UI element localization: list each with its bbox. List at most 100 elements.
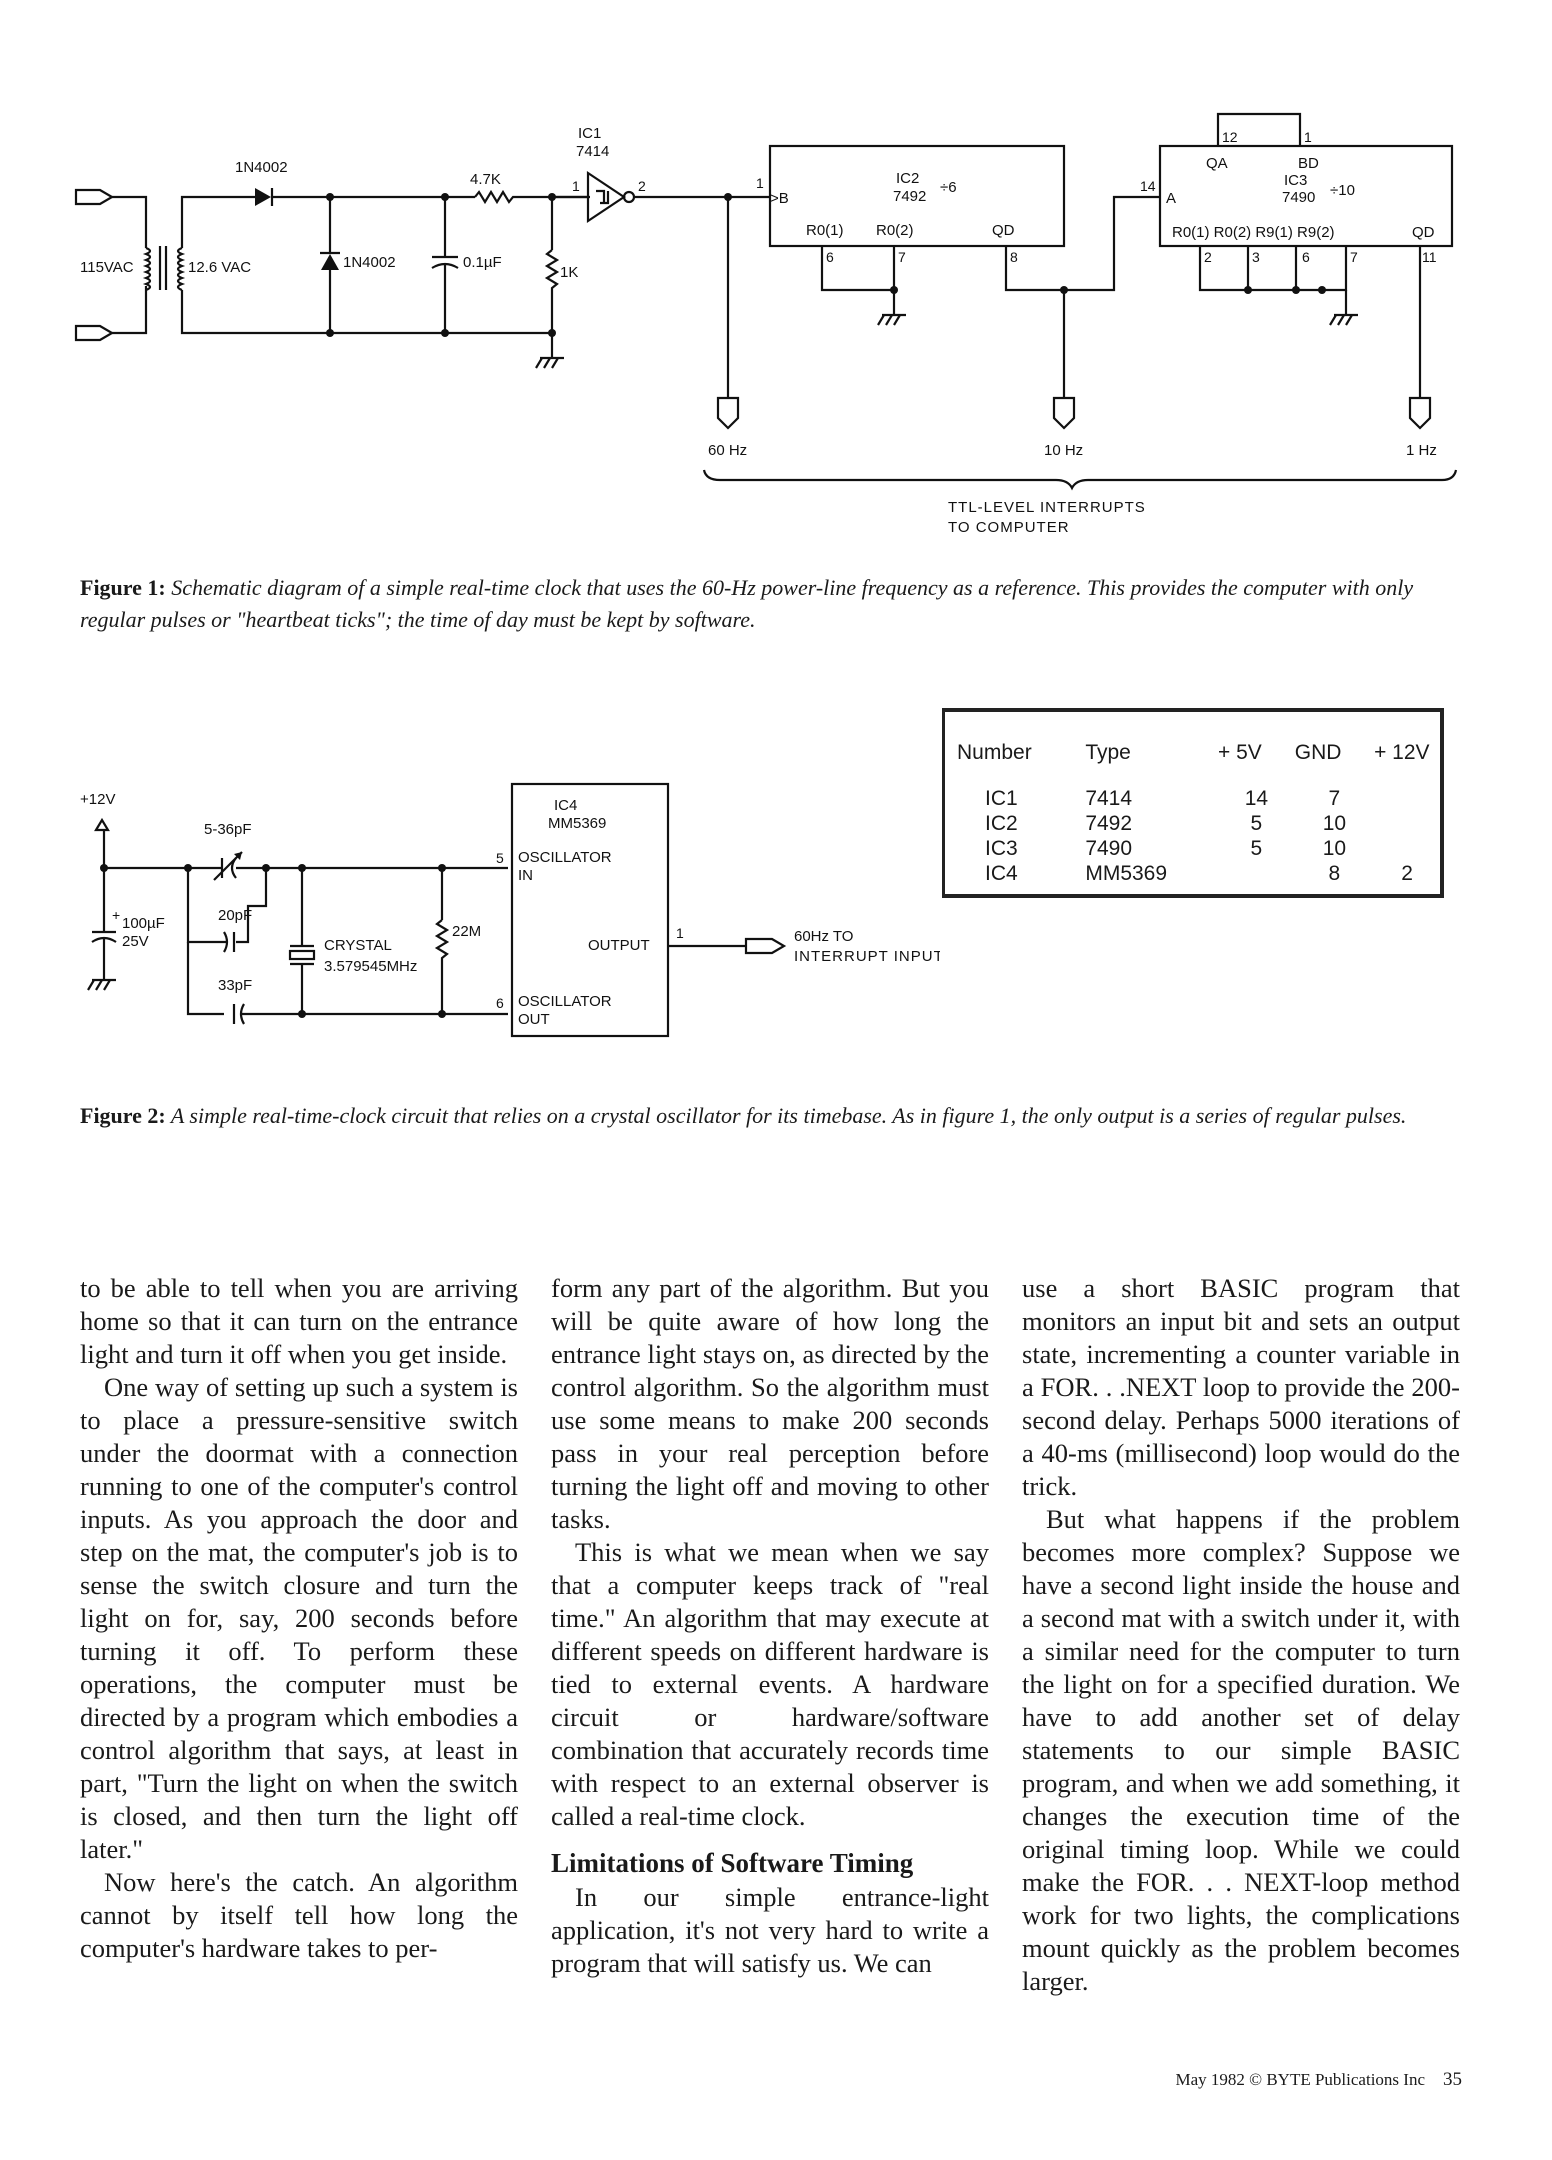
trim-cap-label: 5-36pF xyxy=(204,821,252,838)
osc-in-label-2: IN xyxy=(518,867,533,884)
output-10hz-arrow xyxy=(1052,396,1076,430)
crystal-freq: 3.579545MHz xyxy=(324,958,417,975)
ic2-pin-b: >B xyxy=(770,190,789,207)
table-cell: IC3 xyxy=(985,837,1018,860)
table-cell xyxy=(1374,836,1440,861)
header-5v: + 5V xyxy=(1218,741,1262,764)
body-column-1: to be able to tell when you are arriving… xyxy=(80,1272,518,1965)
ic1-pin-out: 2 xyxy=(638,178,646,194)
paragraph: But what happens if the problem becomes … xyxy=(1022,1504,1460,1996)
cap33-label: 33pF xyxy=(218,977,252,994)
table-cell: IC1 xyxy=(985,787,1018,810)
transformer-label: 12.6 VAC xyxy=(188,259,251,276)
ic3-top12: 12 xyxy=(1222,129,1238,145)
ic3-pin-a-num: 14 xyxy=(1140,178,1156,194)
osc-out-label-2: OUT xyxy=(518,1011,550,1028)
ground4 xyxy=(87,978,116,991)
ic2-p8: 8 xyxy=(1010,249,1018,265)
ic3-bd: BD xyxy=(1298,155,1319,172)
ic2-p6: 6 xyxy=(826,249,834,265)
ic3-p3: 3 xyxy=(1252,249,1260,265)
ic3-p6: 6 xyxy=(1302,249,1310,265)
ic1-name: IC1 xyxy=(578,125,601,142)
table-cell xyxy=(1374,786,1440,811)
ic2-qd: QD xyxy=(992,222,1015,239)
table-row: IC4 MM5369 8 2 xyxy=(957,861,1440,886)
table-cell xyxy=(1218,861,1295,886)
ground3 xyxy=(1329,313,1358,326)
interrupts-label-1: TTL-LEVEL INTERRUPTS xyxy=(948,499,1146,516)
interrupts-label-2: TO COMPUTER xyxy=(948,519,1070,536)
header-type: Type xyxy=(1085,741,1131,764)
body-column-2: form any part of the algorithm. But you … xyxy=(551,1272,989,1980)
ic3-p11: 11 xyxy=(1422,249,1437,265)
transformer-secondary xyxy=(176,246,186,292)
figure1-caption-text: Schematic diagram of a simple real-time … xyxy=(80,575,1414,632)
paragraph: use a short BASIC program that monitors … xyxy=(1022,1273,1460,1501)
resistor2-symbol xyxy=(544,249,560,333)
cap1-label: 0.1µF xyxy=(463,254,502,271)
transformer-primary xyxy=(142,246,152,292)
ic3-box xyxy=(1158,144,1454,248)
crystal-label: CRYSTAL xyxy=(324,937,392,954)
output-label: OUTPUT xyxy=(588,937,650,954)
table-cell xyxy=(1374,811,1440,836)
osc-in-label-1: OSCILLATOR xyxy=(518,849,612,866)
header-number: Number xyxy=(957,741,1032,764)
ic4-box xyxy=(510,782,670,1038)
figure1-caption: Figure 1: Schematic diagram of a simple … xyxy=(80,572,1462,636)
table-cell: 7492 xyxy=(1085,812,1133,835)
output-pin: 1 xyxy=(676,925,684,941)
ic2-type: 7492 xyxy=(893,188,926,205)
ic3-qa: QA xyxy=(1206,155,1228,172)
output-60hz-arrow xyxy=(716,396,740,430)
resistor2-label: 1K xyxy=(560,264,578,281)
table-cell: 14 xyxy=(1244,787,1269,810)
figure1-caption-label: Figure 1: xyxy=(80,575,166,600)
table-header-row: Number Type + 5V GND + 12V xyxy=(957,740,1440,786)
source-label: 115VAC xyxy=(80,259,134,276)
ic2-r01: R0(1) xyxy=(806,222,844,239)
figure2-caption-text: A simple real-time-clock circuit that re… xyxy=(170,1103,1407,1128)
ic1-symbol xyxy=(586,170,626,224)
osc-out-pin: 6 xyxy=(496,995,504,1011)
table-cell: IC4 xyxy=(985,862,1018,885)
resistor1-label: 4.7K xyxy=(470,171,501,188)
cap100-voltage: 25V xyxy=(122,933,149,950)
header-12v: + 12V xyxy=(1374,741,1430,764)
ic1-pin-in: 1 xyxy=(572,178,580,194)
paragraph: to be able to tell when you are arriving… xyxy=(80,1273,518,1369)
table-row: IC2 7492 5 10 xyxy=(957,811,1440,836)
ic3-p7: 7 xyxy=(1350,249,1358,265)
figure1-schematic: 115VAC 12.6 VAC 1N4002 1N4002 0.1µF 4.7K… xyxy=(74,112,1458,536)
figure2-caption: Figure 2: A simple real-time-clock circu… xyxy=(80,1100,1462,1132)
table-row: IC1 7414 14 7 xyxy=(957,786,1440,811)
cap100-plus-icon: + xyxy=(112,907,120,923)
supply-label: +12V xyxy=(80,791,115,808)
ic4-type: MM5369 xyxy=(548,815,606,832)
diode1-symbol xyxy=(255,188,271,206)
figure2-schematic: +12V 100µF 25V + 5-36pF 5 20pF 33pF CRYS… xyxy=(80,782,940,1038)
diode2-symbol xyxy=(321,254,339,270)
ic2-div: ÷6 xyxy=(940,179,957,196)
page-number: 35 xyxy=(1443,2069,1462,2090)
paragraph: This is what we mean when we say that a … xyxy=(551,1537,989,1831)
ic3-qd: QD xyxy=(1412,224,1435,241)
ground1 xyxy=(535,356,564,369)
resistor1-symbol xyxy=(474,189,590,205)
output-1hz-arrow xyxy=(1408,396,1432,430)
table-cell: 5 xyxy=(1250,812,1263,835)
diode1-label: 1N4002 xyxy=(235,159,288,176)
plug-top xyxy=(74,188,115,206)
paragraph: In our simple entrance-light application… xyxy=(551,1882,989,1978)
table-cell: 2 xyxy=(1401,862,1413,885)
ic2-pin-b-num: 1 xyxy=(756,175,764,191)
interrupt-label-2: INTERRUPT INPUT xyxy=(794,948,940,965)
table-cell: 5 xyxy=(1250,837,1263,860)
output-10hz-label: 10 Hz xyxy=(1044,442,1083,459)
ic3-pin-a: A xyxy=(1166,190,1176,207)
ic3-top1: 1 xyxy=(1304,129,1312,145)
table-cell: MM5369 xyxy=(1085,862,1168,885)
table-cell: IC2 xyxy=(985,812,1018,835)
